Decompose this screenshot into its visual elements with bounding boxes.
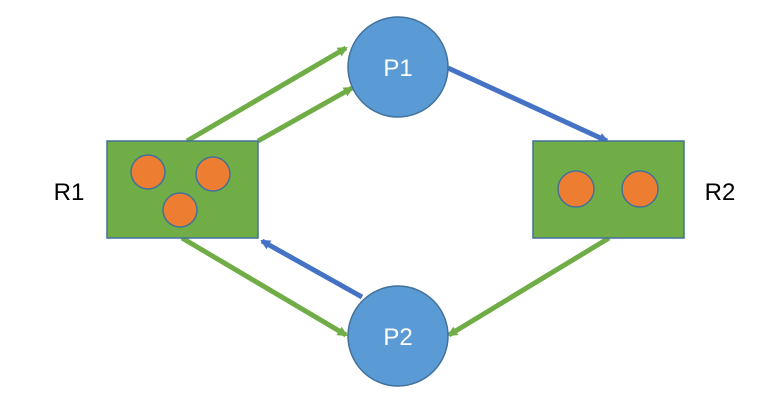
process-p1: P1 <box>347 16 449 118</box>
resource-r1-instance <box>130 154 166 190</box>
resource-r2-instance <box>557 170 595 208</box>
resource-r1-instance <box>162 192 198 228</box>
resource-r1-label: R1 <box>54 179 85 206</box>
resource-r2-instance <box>621 170 659 208</box>
resource-r2-box <box>532 140 685 239</box>
edge-p1-to-r2 <box>446 65 609 144</box>
resource-r2 <box>532 140 685 239</box>
edge-r2-to-p2 <box>447 235 611 338</box>
edge-p2-to-r1 <box>260 238 364 300</box>
resource-r1 <box>106 140 259 239</box>
process-p2: P2 <box>347 285 449 387</box>
process-p2-label: P2 <box>383 324 412 351</box>
process-p1-node <box>347 16 449 118</box>
edge-r1-to-p2 <box>180 235 348 338</box>
process-p2-node <box>347 285 449 387</box>
resource-r1-instance <box>195 156 231 192</box>
edge-r1-to-p1-lower <box>256 85 354 144</box>
resource-r2-label: R2 <box>705 179 736 206</box>
edge-r1-to-p1-upper <box>185 45 348 144</box>
process-p1-label: P1 <box>383 55 412 82</box>
